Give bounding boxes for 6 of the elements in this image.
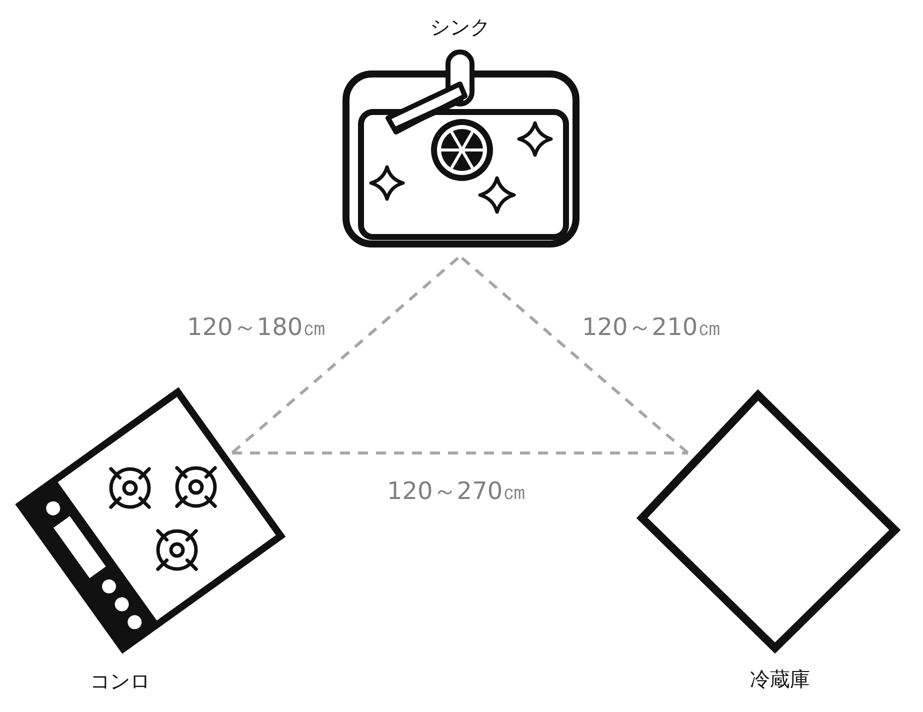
caption-text: 冷蔵庫	[750, 668, 810, 690]
caption-text: シンク	[430, 16, 490, 38]
dashed-line	[461, 256, 689, 454]
caption-text: コンロ	[90, 670, 150, 692]
dashed-line	[232, 452, 688, 454]
dashed-line	[231, 256, 459, 454]
